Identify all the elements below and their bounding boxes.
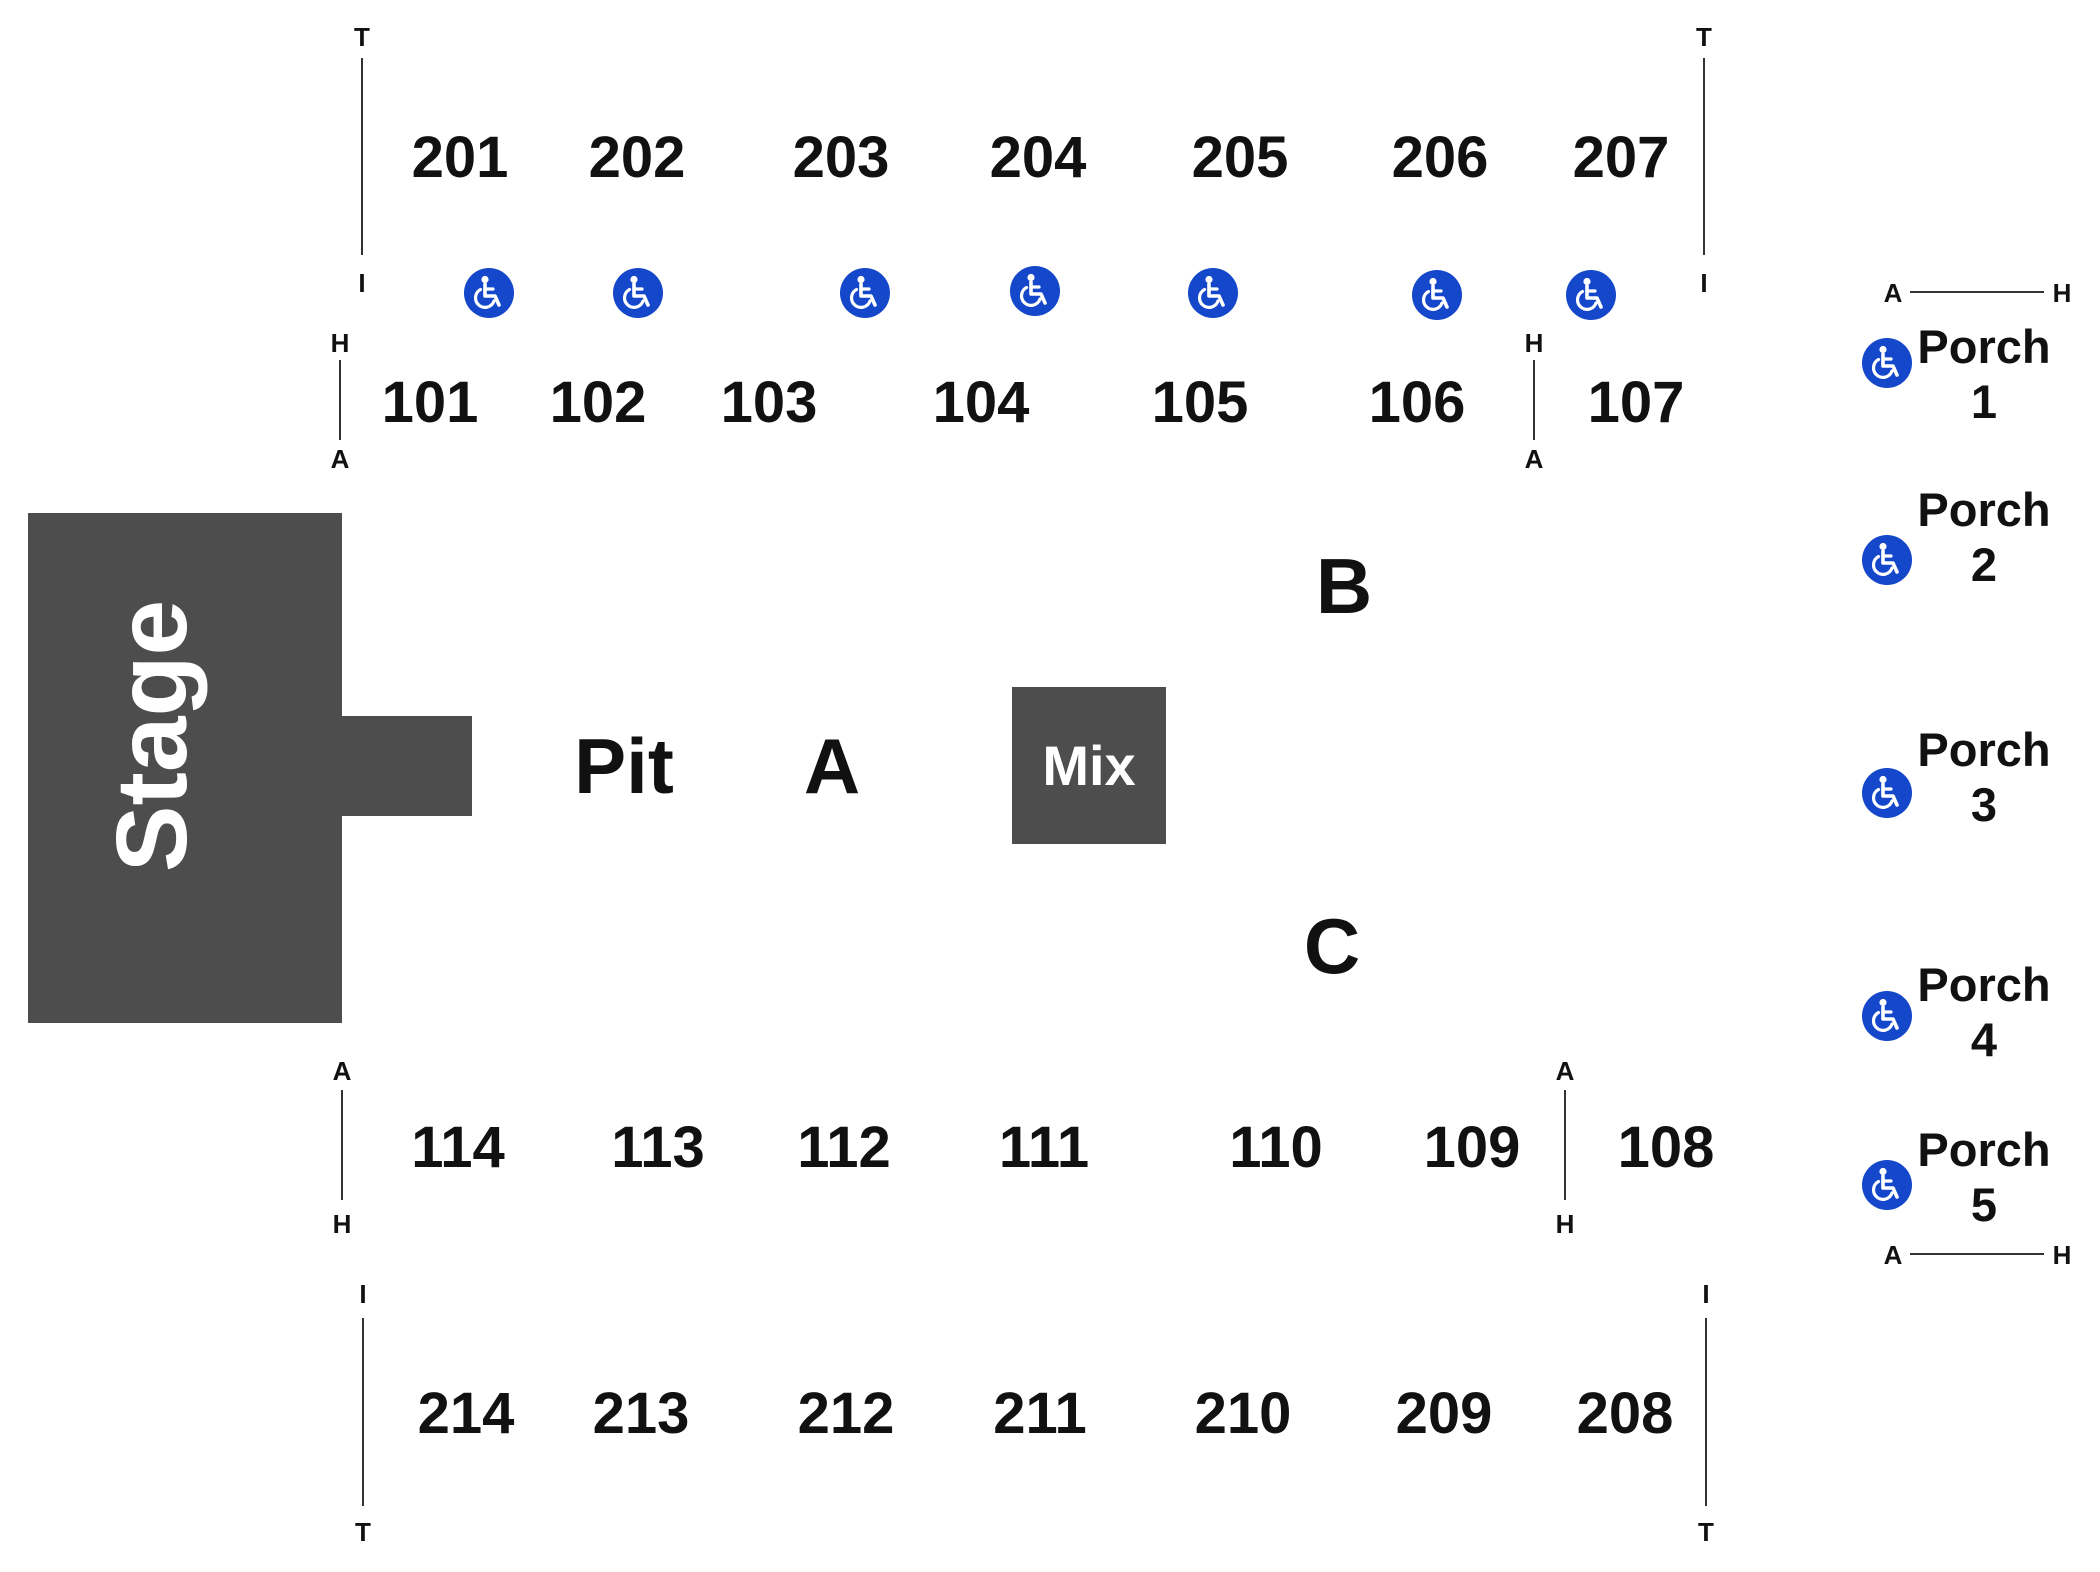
section-105[interactable]: 105 <box>1152 370 1249 435</box>
section-113[interactable]: 113 <box>611 1115 705 1180</box>
wheelchair-icon <box>1566 270 1616 320</box>
row-marker: A <box>1884 278 1903 308</box>
wheelchair-icon <box>613 268 663 318</box>
section-204[interactable]: 204 <box>990 125 1087 190</box>
wheelchair-icon <box>840 268 890 318</box>
section-208[interactable]: 208 <box>1577 1381 1674 1446</box>
section-201[interactable]: 201 <box>412 125 509 190</box>
wheelchair-icon <box>464 268 514 318</box>
porch-label: Porch <box>1917 1123 2050 1176</box>
section-110[interactable]: 110 <box>1229 1115 1323 1180</box>
section-c[interactable]: C <box>1304 902 1360 990</box>
row-marker: H <box>1525 328 1544 358</box>
section-114[interactable]: 114 <box>411 1115 505 1180</box>
row-marker: T <box>354 22 370 52</box>
upper-tier-top: T I T I 201 202 203 204 205 206 207 <box>354 22 1712 320</box>
porch-number: 1 <box>1971 375 1997 428</box>
porch-label: Porch <box>1917 483 2050 536</box>
porch-4[interactable]: Porch 4 <box>1862 958 2051 1066</box>
section-107[interactable]: 107 <box>1588 370 1685 435</box>
lower-tier-top: H A H A 101 102 103 104 105 106 107 <box>331 328 1685 474</box>
section-212[interactable]: 212 <box>798 1381 895 1446</box>
row-marker: A <box>1884 1240 1903 1270</box>
section-102[interactable]: 102 <box>550 370 647 435</box>
wheelchair-icon <box>1188 268 1238 318</box>
section-111[interactable]: 111 <box>999 1115 1089 1180</box>
wheelchair-icon <box>1010 266 1060 316</box>
wheelchair-icon <box>1862 338 1912 388</box>
section-203[interactable]: 203 <box>793 125 890 190</box>
row-marker: A <box>333 1056 352 1086</box>
stage-label: Stage <box>96 600 208 872</box>
row-marker: I <box>1700 268 1707 298</box>
section-202[interactable]: 202 <box>589 125 686 190</box>
porch-number: 5 <box>1971 1178 1997 1231</box>
section-a[interactable]: A <box>804 722 860 810</box>
porch-1[interactable]: Porch 1 <box>1862 320 2051 428</box>
porch-label: Porch <box>1917 958 2050 1011</box>
row-marker: T <box>1698 1517 1714 1547</box>
stage-thrust <box>336 716 472 816</box>
wheelchair-icon <box>1412 270 1462 320</box>
section-211[interactable]: 211 <box>993 1381 1087 1446</box>
section-112[interactable]: 112 <box>797 1115 891 1180</box>
porch-5[interactable]: Porch 5 <box>1862 1123 2051 1231</box>
porch-3[interactable]: Porch 3 <box>1862 723 2051 831</box>
section-207[interactable]: 207 <box>1573 125 1670 190</box>
section-210[interactable]: 210 <box>1195 1381 1292 1446</box>
porch-number: 4 <box>1971 1013 1997 1066</box>
section-214[interactable]: 214 <box>418 1381 515 1446</box>
porch-number: 3 <box>1971 778 1997 831</box>
wheelchair-icon <box>1862 535 1912 585</box>
wheelchair-icon <box>1862 991 1912 1041</box>
row-marker: I <box>359 1279 366 1309</box>
row-marker: H <box>2053 1240 2072 1270</box>
stage: Stage <box>28 513 472 1023</box>
floor: Stage Pit A Mix B C <box>28 513 1372 1023</box>
section-pit[interactable]: Pit <box>574 722 674 810</box>
porch-number: 2 <box>1971 538 1997 591</box>
section-103[interactable]: 103 <box>721 370 818 435</box>
lower-tier-bottom: A H A H 114 113 112 111 110 109 108 <box>333 1056 1715 1239</box>
upper-tier-bottom: I T I T 214 213 212 211 210 209 208 <box>355 1279 1714 1547</box>
section-101[interactable]: 101 <box>382 370 479 435</box>
section-109[interactable]: 109 <box>1424 1115 1521 1180</box>
section-106[interactable]: 106 <box>1369 370 1466 435</box>
section-213[interactable]: 213 <box>593 1381 690 1446</box>
row-marker: T <box>355 1517 371 1547</box>
row-marker: A <box>1556 1056 1575 1086</box>
mix-position: Mix <box>1012 687 1166 844</box>
porch-2[interactable]: Porch 2 <box>1862 483 2051 591</box>
row-marker: I <box>358 268 365 298</box>
porch-label: Porch <box>1917 320 2050 373</box>
row-marker: H <box>331 328 350 358</box>
section-104[interactable]: 104 <box>933 370 1030 435</box>
row-marker: I <box>1702 1279 1709 1309</box>
section-205[interactable]: 205 <box>1192 125 1289 190</box>
porch-column: A H Porch 1 Porch 2 Porch 3 Porch 4 Porc… <box>1862 278 2071 1270</box>
wheelchair-icon <box>1862 768 1912 818</box>
section-209[interactable]: 209 <box>1396 1381 1493 1446</box>
section-b[interactable]: B <box>1316 542 1372 630</box>
row-marker: H <box>1556 1209 1575 1239</box>
row-marker: A <box>1525 444 1544 474</box>
mix-label: Mix <box>1042 734 1135 797</box>
porch-label: Porch <box>1917 723 2050 776</box>
section-206[interactable]: 206 <box>1392 125 1489 190</box>
row-marker: H <box>333 1209 352 1239</box>
row-marker: A <box>331 444 350 474</box>
wheelchair-icon <box>1862 1160 1912 1210</box>
row-marker: T <box>1696 22 1712 52</box>
row-marker: H <box>2053 278 2072 308</box>
section-108[interactable]: 108 <box>1618 1115 1715 1180</box>
